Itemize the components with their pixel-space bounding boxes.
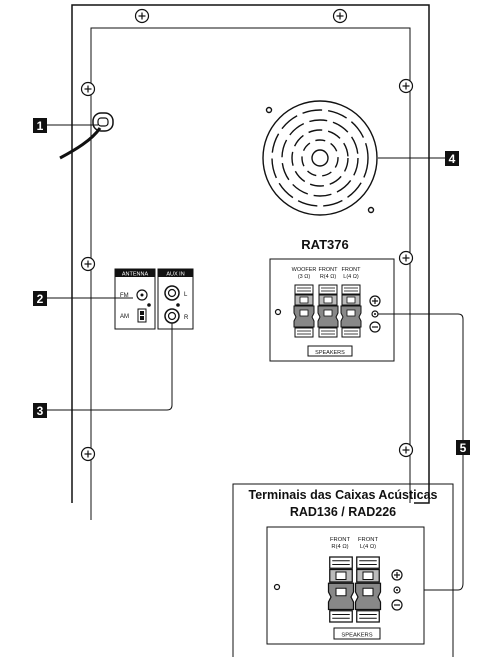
inset-title-line2: RAD136 / RAD226: [290, 505, 396, 519]
minus-icon: [369, 321, 381, 333]
antenna-panel: ANTENNA FM AM: [114, 268, 156, 330]
callout-5-label: 5: [460, 441, 467, 455]
screw-icon-right-3: [398, 442, 414, 458]
callout-5: 5: [378, 313, 470, 591]
screw-icon-left-1: [80, 81, 96, 97]
front-r-impedance: R(4 Ω): [320, 274, 337, 280]
woofer-impedance: (3 Ω): [298, 274, 311, 280]
screw-icon-left-3: [80, 446, 96, 462]
inset-speakers-label: SPEAKERS: [341, 633, 372, 639]
plus-icon: [369, 295, 381, 307]
front-l-label: FRONT: [342, 267, 362, 273]
aux-in-panel: AUX IN L R: [157, 268, 194, 330]
inset-speaker-terminals: Terminais das Caixas Acústicas RAD136 / …: [232, 483, 454, 657]
antenna-title: ANTENNA: [122, 272, 149, 278]
screw-icon-top-left: [134, 8, 150, 24]
woofer-terminal: [293, 284, 315, 338]
inset-front-r-label: FRONT: [330, 537, 350, 543]
inset-front-l-label: FRONT: [358, 537, 378, 543]
callout-3: 3: [33, 323, 173, 418]
screw-icon-right-1: [398, 78, 414, 94]
am-connector-icon: [137, 308, 147, 323]
main-speaker-panel: RAT376 WOOFER (3 Ω) FRONT R(4 Ω) FRONT L…: [269, 237, 395, 362]
woofer-label: WOOFER: [292, 267, 317, 273]
inset-title-line1: Terminais das Caixas Acústicas: [249, 488, 438, 502]
aux-left-rca-icon: [164, 285, 180, 301]
front-r-terminal: [317, 284, 339, 338]
aux-title: AUX IN: [166, 272, 184, 278]
screw-icon-left-2: [80, 256, 96, 272]
fm-connector-icon: [136, 289, 148, 301]
screw-icon-top-right: [332, 8, 348, 24]
chassis-outline: [71, 4, 430, 520]
model-main-title: RAT376: [301, 237, 348, 252]
aux-left-label: L: [184, 292, 188, 298]
callout-4: 4: [378, 151, 459, 166]
callout-3-label: 3: [37, 404, 44, 418]
inset-front-l-impedance: L(4 Ω): [360, 544, 376, 550]
front-r-label: FRONT: [319, 267, 339, 273]
front-l-terminal: [340, 284, 362, 338]
aux-right-label: R: [184, 315, 189, 321]
main-speakers-label: SPEAKERS: [315, 350, 345, 356]
antenna-fm-label: FM: [120, 293, 129, 299]
inset-front-l-terminal: [354, 556, 382, 623]
power-cord: [59, 112, 114, 160]
callout-4-label: 4: [449, 152, 456, 166]
front-l-impedance: L(4 Ω): [343, 274, 359, 280]
callout-2: 2: [33, 291, 133, 306]
cooling-fan-icon: [262, 100, 378, 216]
screw-icon-right-2: [398, 250, 414, 266]
inset-front-r-impedance: R(4 Ω): [331, 544, 348, 550]
inset-front-r-terminal: [327, 556, 355, 623]
inset-plus-icon: [391, 569, 403, 581]
callout-1-label: 1: [37, 119, 44, 133]
callout-1: 1: [33, 118, 98, 133]
antenna-am-label: AM: [120, 314, 129, 320]
aux-right-rca-icon: [164, 308, 180, 324]
inset-minus-icon: [391, 599, 403, 611]
callout-2-label: 2: [37, 292, 44, 306]
